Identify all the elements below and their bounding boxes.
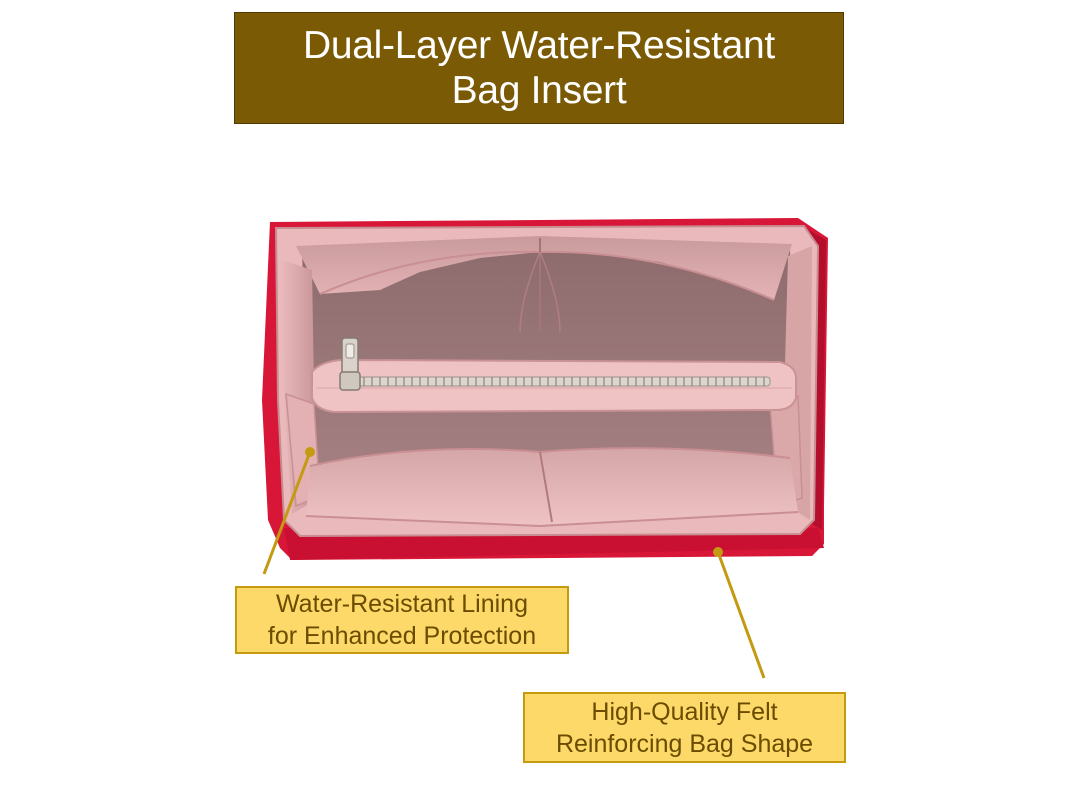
callout-felt-line-1: High-Quality Felt (591, 697, 778, 726)
title-line-2: Bag Insert (451, 69, 627, 112)
callout-lining-line-2: for Enhanced Protection (267, 622, 537, 650)
zipper-teeth (351, 376, 771, 387)
title-line-1: Dual-Layer Water-Resistant (303, 24, 775, 67)
front-pocket-wall (305, 447, 799, 528)
back-pocket-wall (296, 236, 792, 333)
callout-pointer-lining (262, 447, 315, 575)
callout-pointer-felt (713, 547, 766, 679)
title-banner: Dual-Layer Water-Resistant Bag Insert (234, 12, 844, 124)
zipper-pull-icon (339, 337, 361, 391)
callout-felt-line-2: Reinforcing Bag Shape (555, 729, 814, 758)
callout-lining: Water-Resistant Lining for Enhanced Prot… (235, 586, 569, 654)
callout-felt: High-Quality Felt Reinforcing Bag Shape (523, 692, 846, 763)
callout-lining-line-1: Water-Resistant Lining (276, 590, 528, 618)
